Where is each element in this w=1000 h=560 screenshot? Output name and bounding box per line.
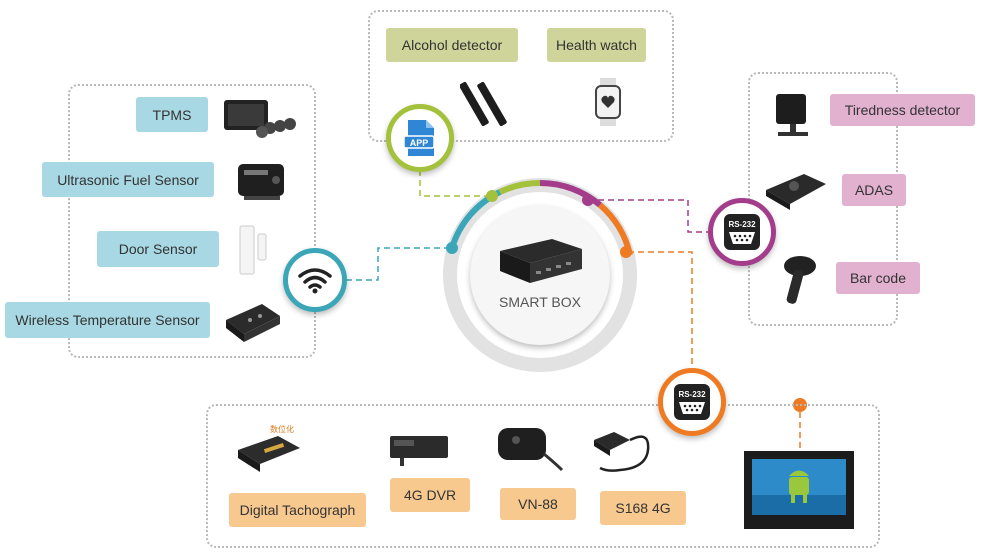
serial-port-icon: RS-232 [674,384,710,420]
4g-dvr-label: 4G DVR [390,478,470,512]
smart-box-device-icon [500,239,582,283]
app-port-dot [486,190,498,202]
smart-box[interactable] [470,205,610,345]
rs232-bottom-hub[interactable]: RS-232 [658,368,726,436]
health-watch-device [592,78,624,131]
tiredness-detector-device [772,92,816,143]
digital-tachograph-label: Digital Tachograph [229,493,366,527]
adas-label: ADAS [842,174,906,206]
smart-box-rim [443,178,637,372]
tpms-label: TPMS [136,97,208,132]
s168-4g-device [590,424,656,483]
app-badge-text: APP [410,138,429,148]
vn-88-device [494,424,564,479]
s168-4g-label: S168 4G [600,491,686,525]
rs232-bottom-port-dot [620,246,632,258]
alcohol-detector-label: Alcohol detector [386,28,518,62]
door-sensor-label: Door Sensor [97,231,219,267]
ultrasonic-fuel-sensor-device [232,158,292,207]
health-watch-label: Health watch [547,28,646,62]
ultrasonic-fuel-sensor-label: Ultrasonic Fuel Sensor [42,162,214,197]
rs232-right-port-dot [582,194,594,206]
connector-wireless [346,247,452,281]
bar-code-label: Bar code [836,262,920,294]
vn-88-label: VN-88 [500,488,576,520]
alcohol-detector-device [459,78,516,133]
serial-port-icon: RS-232 [724,214,760,250]
arc-app [498,179,541,195]
wireless-hub[interactable] [283,248,347,312]
connector-rs232-right [588,199,712,233]
wireless-port-dot [446,242,458,254]
rs232-bottom-group-box [206,404,880,548]
adas-device [764,170,828,217]
app-group-box [368,10,674,142]
tpms-device [222,96,302,145]
android-display-terminal [744,451,854,534]
tiredness-detector-label: Tiredness detector [830,94,975,126]
connector-app [419,160,492,197]
arc-rs232-right [539,179,602,208]
tachograph-tag: 数位化 [270,424,294,434]
digital-tachograph-device: 数位化 [234,420,304,481]
4g-dvr-device [386,428,452,473]
connector-rs232-bottom [628,251,693,370]
svg-text:RS-232: RS-232 [728,220,756,229]
door-sensor-device [238,224,268,281]
wifi-icon [298,268,332,294]
rs232-right-hub[interactable]: RS-232 [708,198,776,266]
bar-code-device [778,252,818,313]
wireless-group-box [68,84,316,358]
app-icon: APP [403,120,435,156]
wireless-temperature-sensor-device [222,298,282,351]
smart-box-label: SMART BOX [499,294,581,310]
svg-text:RS-232: RS-232 [678,390,706,399]
app-hub[interactable]: APP [386,104,454,172]
wireless-temperature-sensor-label: Wireless Temperature Sensor [5,302,210,338]
android-icon [789,477,809,495]
